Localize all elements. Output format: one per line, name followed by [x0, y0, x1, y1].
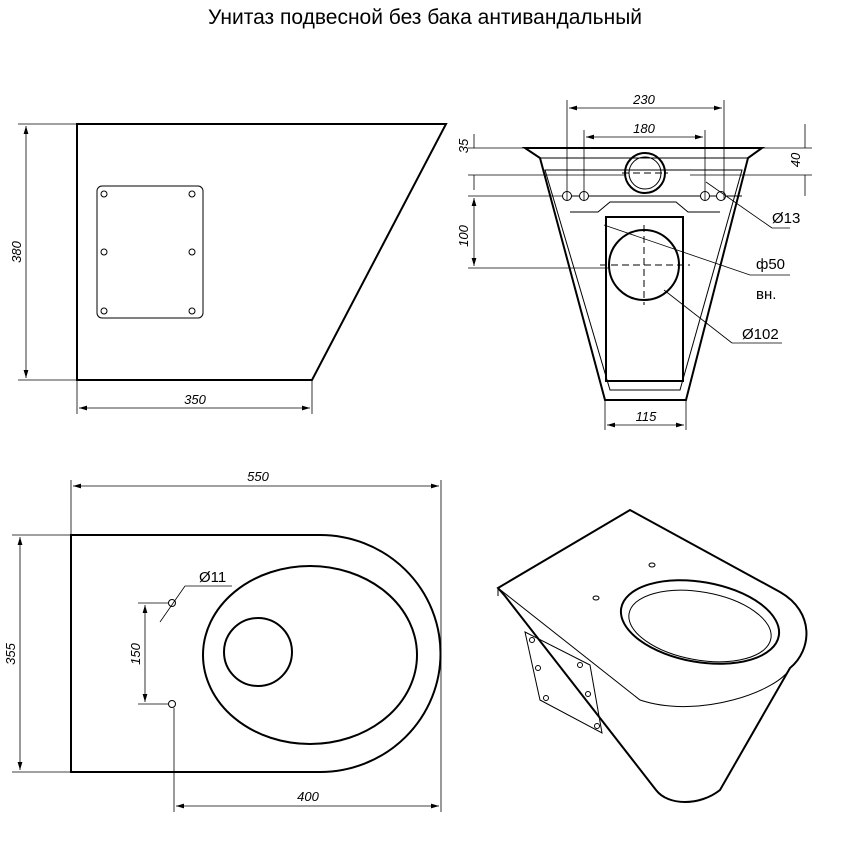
inspection-panel: [96, 185, 204, 319]
leader-line: [603, 224, 751, 276]
iso-mount-hole: [592, 595, 600, 601]
iso-panel-screw: [577, 662, 583, 668]
front-view: 230 180 35 100 40 Ø13 ф50 вн. Ø102: [456, 92, 812, 430]
iso-inspection-panel: [524, 631, 603, 734]
iso-panel-screw: [535, 665, 541, 671]
outlet-channel: [605, 216, 684, 382]
iso-body-outline: [496, 508, 808, 803]
iso-panel-screw: [543, 695, 549, 701]
top-length-label: 550: [247, 469, 269, 484]
mount-hole-label: Ø11: [199, 569, 226, 586]
side-height-label: 380: [9, 240, 24, 262]
front-top-width-label: 230: [632, 92, 655, 107]
offset-400-label: 400: [297, 789, 319, 804]
mount-spacing-label: 150: [128, 642, 143, 664]
drain-hole: [223, 617, 293, 687]
top-view-outline: [70, 534, 442, 773]
page-title: Унитаз подвесной без бака антивандальный: [207, 6, 643, 29]
side-view-body-outline: [76, 123, 448, 381]
front-view-inner-outline: [544, 169, 743, 391]
leader-line: [705, 181, 773, 229]
bowl-opening: [202, 565, 418, 745]
iso-bowl-inner: [628, 589, 772, 663]
iso-bowl-opening: [619, 579, 781, 665]
offset-40-label: 40: [788, 152, 803, 167]
top-view: 550 355 150 Ø11 400: [3, 469, 442, 812]
leader-line: [159, 585, 186, 623]
drain-inner-label: ф50: [756, 256, 785, 273]
iso-mount-hole: [648, 562, 656, 568]
iso-panel-screw: [594, 723, 600, 729]
iso-top-rim: [497, 587, 791, 708]
outlet-label: Ø102: [742, 326, 779, 343]
mount-hole: [168, 700, 176, 708]
top-width-label: 355: [3, 642, 18, 664]
bottom-width-label: 115: [636, 409, 657, 424]
iso-panel-screw: [529, 637, 535, 643]
inner-bowl-top: [562, 195, 742, 213]
panel-screws: [100, 190, 196, 315]
panel-screw: [100, 307, 108, 315]
panel-screw: [100, 190, 108, 198]
hole-spacing-label: 180: [633, 121, 655, 136]
iso-panel-screw: [585, 691, 591, 697]
side-view: 380 350: [9, 123, 448, 414]
bolt-hole-label: Ø13: [772, 210, 800, 227]
side-width-label: 350: [184, 392, 206, 407]
offset-35-label: 35: [456, 138, 471, 153]
panel-screw: [188, 190, 196, 198]
panel-screw: [188, 248, 196, 256]
panel-screw: [100, 248, 108, 256]
drain-inner-note: вн.: [756, 286, 776, 303]
panel-screw: [188, 307, 196, 315]
leader-line: [663, 289, 733, 344]
mount-hole: [168, 599, 176, 607]
iso-view: [496, 508, 808, 803]
offset-100-label: 100: [456, 224, 471, 246]
